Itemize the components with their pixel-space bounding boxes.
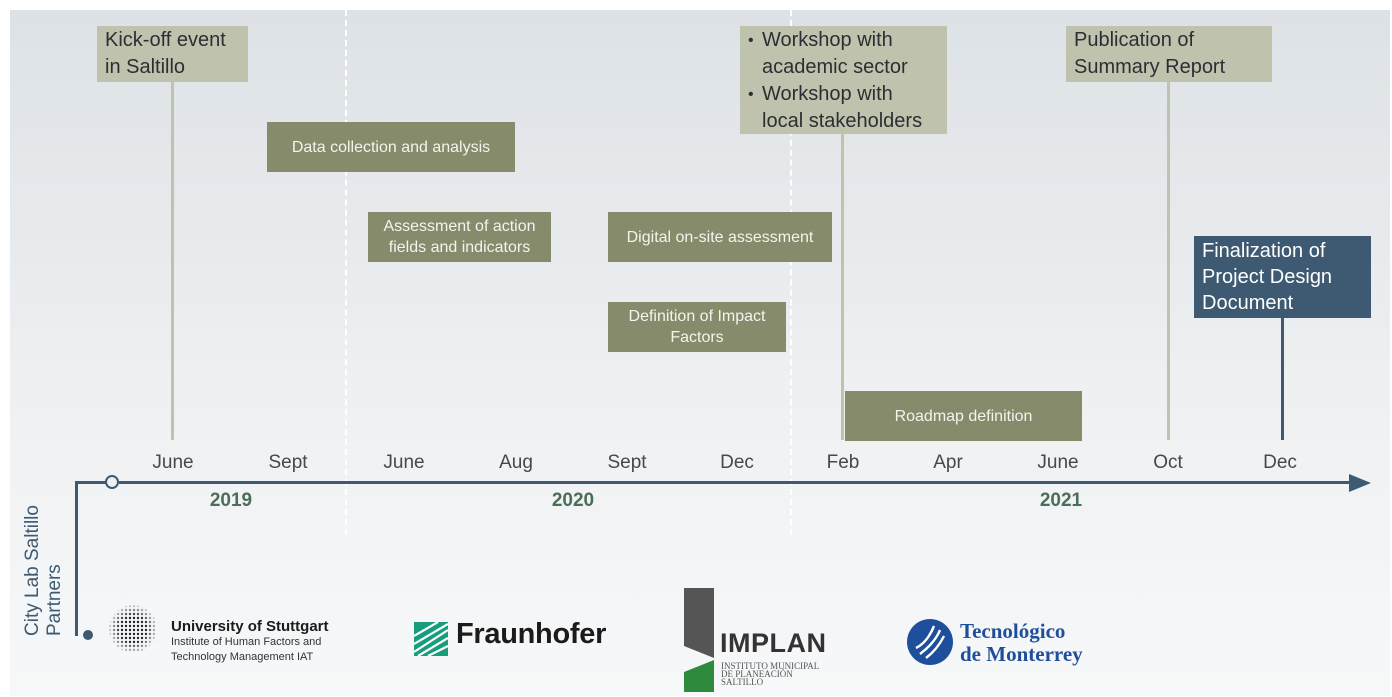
fraunhofer-stripes-icon [414, 622, 448, 656]
publication-stem [1167, 82, 1170, 440]
month-label: June [152, 452, 194, 473]
finalization-stem [1281, 318, 1284, 440]
milestone-workshops: Workshop with academic sector Workshop w… [740, 26, 947, 134]
month-label: Sept [607, 452, 647, 473]
timeline-start-circle [105, 475, 119, 489]
implan-emblem-icon [684, 588, 714, 692]
milestone-publication: Publication of Summary Report [1066, 26, 1272, 82]
implan-name: IMPLAN [720, 628, 827, 658]
task-impact-factors-label: Definition of Impact Factors [628, 308, 766, 346]
month-label: Dec [720, 452, 754, 473]
milestone-finalization-label: Finalization of Project Design Document [1202, 240, 1333, 314]
milestone-kickoff-label: Kick-off event in Saltillo [105, 29, 226, 78]
milestone-kickoff: Kick-off event in Saltillo [97, 26, 248, 82]
tec-shield-icon [907, 619, 953, 665]
ustutt-line2: Technology Management IAT [171, 651, 314, 663]
milestone-publication-label: Publication of Summary Report [1074, 29, 1226, 78]
task-assessment-label: Assessment of action fields and indicato… [383, 218, 536, 256]
task-digital-assessment: Digital on-site assessment [608, 212, 832, 262]
tec-line2: de Monterrey [960, 642, 1083, 666]
timeline-axis [119, 481, 1351, 484]
milestone-workshop-academic: Workshop with academic sector [748, 27, 939, 81]
task-data-collection: Data collection and analysis [267, 122, 515, 172]
kickoff-stem [171, 82, 174, 440]
task-roadmap-label: Roadmap definition [894, 407, 1033, 425]
partners-connector-horizontal [75, 481, 107, 484]
implan-line2: DE PLANEACIÓN [721, 669, 793, 679]
background [10, 10, 1390, 696]
month-label: Aug [499, 452, 533, 473]
workshops-stem [841, 134, 844, 440]
year-label-2021: 2021 [1039, 490, 1083, 511]
task-roadmap: Roadmap definition [845, 391, 1082, 441]
milestone-workshop-local: Workshop with local stakeholders [748, 81, 939, 135]
ustutt-line1: Institute of Human Factors and [171, 636, 322, 648]
month-label: June [1037, 452, 1079, 473]
task-assessment: Assessment of action fields and indicato… [368, 212, 551, 262]
fraunhofer-name: Fraunhofer [456, 618, 607, 650]
month-label: Oct [1153, 452, 1183, 473]
month-label: Dec [1263, 452, 1297, 473]
partners-connector-dot [83, 630, 93, 640]
dotted-globe-icon [109, 605, 157, 653]
month-label: Sept [268, 452, 308, 473]
implan-line1: INSTITUTO MUNICIPAL [721, 661, 820, 671]
month-label: Apr [933, 452, 963, 473]
milestone-finalization: Finalization of Project Design Document [1194, 236, 1371, 318]
month-label: Feb [826, 452, 860, 473]
tec-line1: Tecnológico [960, 619, 1066, 643]
ustutt-name: University of Stuttgart [171, 618, 329, 635]
year-divider-2020-2021 [790, 10, 792, 535]
timeline-arrow-icon [1349, 474, 1371, 492]
task-digital-assessment-label: Digital on-site assessment [626, 228, 814, 246]
partners-connector-vertical [75, 482, 78, 636]
year-label-2019: 2019 [209, 490, 253, 511]
task-impact-factors: Definition of Impact Factors [608, 302, 786, 352]
year-label-2020: 2020 [551, 490, 595, 511]
partners-label: City Lab Saltillo Partners [22, 505, 65, 636]
implan-line3: SALTILLO [721, 677, 764, 687]
task-data-collection-label: Data collection and analysis [291, 138, 491, 156]
month-label: June [383, 452, 425, 473]
year-divider-2019-2020 [345, 10, 347, 535]
